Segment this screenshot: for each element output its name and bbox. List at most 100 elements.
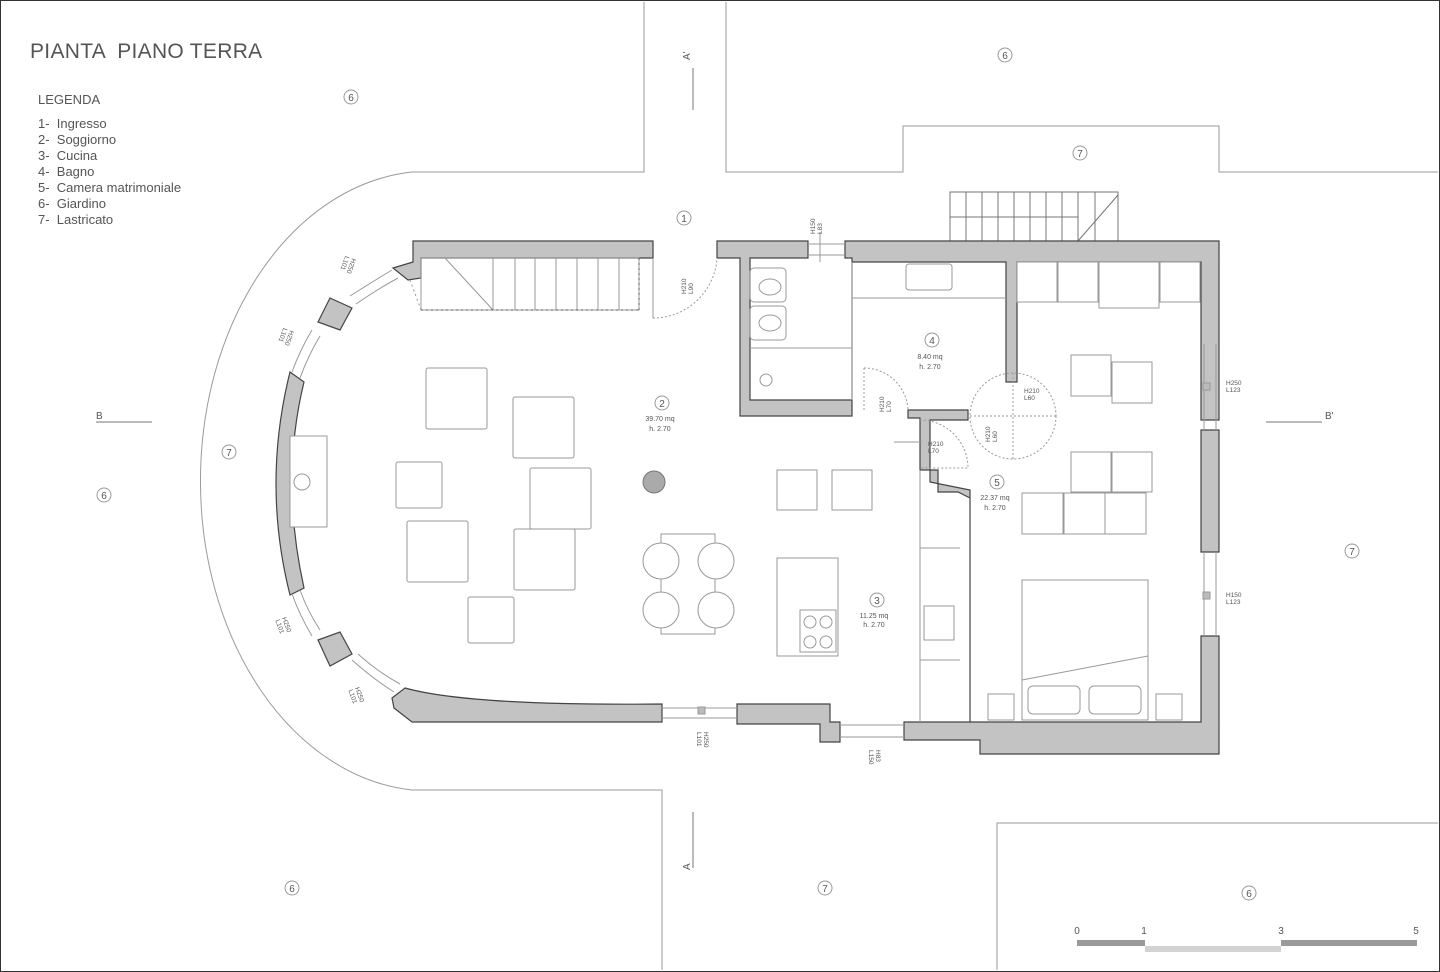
svg-text:L101: L101: [695, 732, 702, 747]
opening-label: H250 L101: [695, 732, 709, 748]
room-number: 4: [929, 336, 935, 347]
room-area: 8.40 mq: [917, 354, 942, 361]
section-label: A': [682, 51, 693, 60]
section-label: B': [1325, 411, 1334, 422]
opening-label: L123: [1226, 599, 1241, 606]
room-number: 1: [681, 214, 687, 225]
room-height: h. 2.70: [984, 505, 1006, 512]
opening-label: H250: [1226, 380, 1242, 387]
kitchen-fixtures: [776, 469, 960, 722]
legend-title: LEGENDA: [38, 92, 101, 107]
opening-label: H150 L83: [810, 218, 824, 234]
room-area: 22.37 mq: [980, 495, 1009, 502]
site-outlines: [200, 2, 1438, 970]
wall: [736, 703, 841, 743]
svg-text:L70: L70: [886, 401, 893, 412]
svg-text:L101: L101: [338, 255, 350, 271]
opening-label: H150: [1226, 592, 1242, 599]
svg-text:L60: L60: [992, 431, 999, 442]
living-furniture: [289, 367, 666, 644]
walls: [275, 240, 1220, 755]
room-height: h. 2.70: [919, 364, 941, 371]
interior-stair: [409, 257, 640, 311]
opening-label: H210: [1024, 388, 1040, 395]
site-line: [996, 822, 1438, 970]
exterior-stair: [949, 191, 1119, 242]
opening-label: L60: [1024, 395, 1035, 402]
opening-labels: H210 L90 H150 L83 H210 L70 H210 L70 H210…: [274, 218, 1242, 765]
plan-title: PIANTA PIANO TERRA: [30, 40, 263, 63]
section-lines: [96, 68, 1322, 868]
svg-text:L90: L90: [688, 283, 695, 294]
room-labels: 1 2 3 4 5 6 6 6 6 6 7 7 7 7: [101, 51, 1355, 900]
wall: [716, 240, 1220, 421]
opening-label: H250 L101: [274, 616, 293, 635]
zone-label: 7: [822, 884, 828, 895]
svg-text:H210: H210: [681, 278, 688, 294]
svg-text:L101: L101: [274, 619, 286, 635]
opening-label: H250 L101: [347, 686, 366, 705]
dining-set: [642, 533, 735, 635]
room-areas: 39.70 mq h. 2.70 11.25 mq h. 2.70 8.40 m…: [645, 354, 1009, 629]
svg-text:H150: H150: [810, 218, 817, 234]
zone-label: 7: [226, 448, 232, 459]
wall: [317, 297, 353, 331]
right-windows: [1202, 344, 1217, 636]
room-markers: [96, 47, 1360, 901]
opening-label: H83 L150: [867, 750, 881, 765]
legend-item: 7- Lastricato: [38, 212, 114, 227]
legend-item: 3- Cucina: [38, 148, 98, 163]
legend-item: 6- Giardino: [38, 196, 106, 211]
svg-text:H210: H210: [879, 396, 886, 412]
legend-item: 1- Ingresso: [38, 116, 107, 131]
svg-text:H83: H83: [874, 750, 881, 762]
scale-segment: [1077, 940, 1145, 946]
scale-tick: 3: [1278, 926, 1284, 937]
opening-label: L70: [928, 448, 939, 455]
svg-text:L101: L101: [276, 327, 288, 343]
zone-label: 7: [1077, 149, 1083, 160]
room-height: h. 2.70: [863, 622, 885, 629]
zone-label: 6: [101, 491, 107, 502]
room-area: 11.25 mq: [860, 613, 889, 620]
wall: [317, 631, 353, 667]
section-labels: A' A B B': [96, 51, 1334, 870]
zone-label: 6: [348, 93, 354, 104]
room-number: 3: [874, 596, 880, 607]
legend-item: 5- Camera matrimoniale: [38, 180, 182, 195]
opening-label: H210 L90: [681, 278, 695, 294]
scale-tick: 0: [1074, 926, 1080, 937]
legend-item: 4- Bagno: [38, 164, 95, 179]
bottom-windows: [662, 706, 904, 738]
room-height: h. 2.70: [649, 426, 671, 433]
scale-segment: [1145, 946, 1281, 952]
wall: [903, 409, 1220, 755]
zone-label: 6: [289, 884, 295, 895]
section-label: B: [96, 411, 103, 422]
opening-label: H210 L70: [879, 396, 893, 412]
svg-text:L83: L83: [817, 223, 824, 234]
svg-text:H210: H210: [985, 426, 992, 442]
zone-label: 6: [1246, 889, 1252, 900]
opening-label: H210: [928, 441, 944, 448]
section-label: A: [682, 863, 693, 870]
wall: [1200, 429, 1220, 553]
bedroom-furniture: [987, 261, 1201, 721]
bedroom-door: [969, 372, 1057, 460]
scale-bar: 0 1 3 5: [1074, 926, 1419, 952]
zone-label: 7: [1349, 547, 1355, 558]
svg-text:L101: L101: [347, 689, 359, 705]
opening-label: L123: [1226, 387, 1241, 394]
bathroom-fixtures: [749, 262, 1006, 411]
legend-item: 2- Soggiorno: [38, 132, 117, 147]
opening-label: H250 L101: [276, 327, 294, 347]
legend-list: 1- Ingresso 2- Soggiorno 3- Cucina 4- Ba…: [38, 116, 181, 228]
arc-glazing: [291, 269, 401, 693]
opening-label: H250 L101: [338, 255, 356, 275]
svg-text:L150: L150: [867, 750, 874, 765]
svg-text:H250: H250: [702, 732, 709, 748]
window: [808, 232, 845, 262]
scale-segment: [1281, 940, 1417, 946]
room-area: 39.70 mq: [645, 416, 674, 423]
